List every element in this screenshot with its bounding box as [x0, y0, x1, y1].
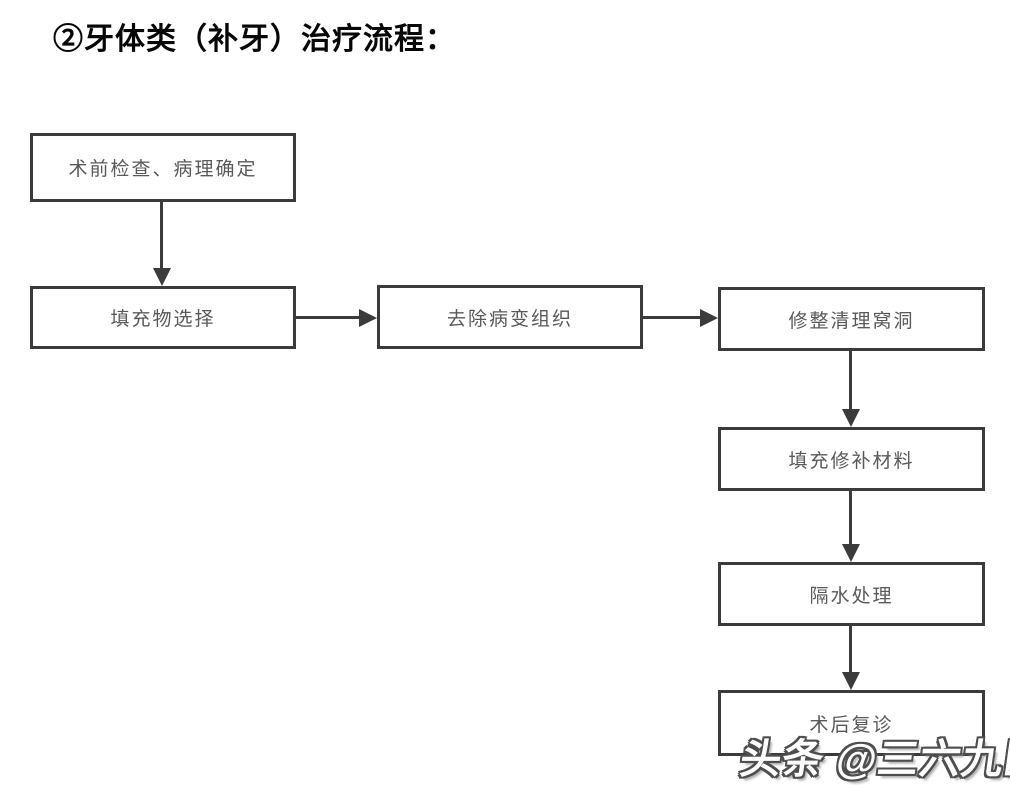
arrow-remove-lesion-to-trim-cavity: [643, 316, 700, 319]
flow-node-label: 术后复诊: [809, 714, 894, 736]
flow-node-fill-material: 填充修补材料: [718, 427, 985, 491]
arrowhead-right-icon: [700, 309, 718, 327]
arrow-pre-exam-to-filling-choice: [160, 202, 163, 268]
flow-node-water-isolation: 隔水处理: [718, 562, 985, 626]
flow-node-label: 隔水处理: [809, 585, 894, 607]
arrow-filling-choice-to-remove-lesion: [296, 316, 359, 319]
flow-node-followup: 术后复诊: [718, 690, 985, 756]
arrowhead-down-icon: [842, 544, 860, 562]
flow-node-label: 去除病变组织: [446, 308, 573, 330]
arrow-water-isolation-to-followup: [849, 626, 852, 672]
flow-node-trim-cavity: 修整清理窝洞: [718, 287, 985, 351]
arrowhead-down-icon: [153, 268, 171, 286]
flow-node-filling-choice: 填充物选择: [30, 286, 296, 349]
toutiao-watermark: 头条 @三六九医才网: [737, 736, 1010, 782]
flow-node-label: 填充物选择: [110, 309, 216, 330]
arrowhead-down-icon: [842, 409, 860, 427]
arrowhead-down-icon: [842, 672, 860, 690]
flow-node-label: 填充修补材料: [788, 450, 915, 472]
arrowhead-right-icon: [359, 309, 377, 327]
flow-node-label: 术前检查、病理确定: [68, 159, 258, 180]
page-title: ②牙体类（补牙）治疗流程：: [53, 23, 456, 56]
flow-node-pre-exam: 术前检查、病理确定: [30, 133, 296, 202]
flow-node-label: 修整清理窝洞: [788, 310, 915, 332]
flow-node-remove-lesion: 去除病变组织: [377, 285, 643, 349]
arrow-trim-cavity-to-fill-material: [849, 351, 852, 409]
arrow-fill-material-to-water-isolation: [849, 491, 852, 544]
